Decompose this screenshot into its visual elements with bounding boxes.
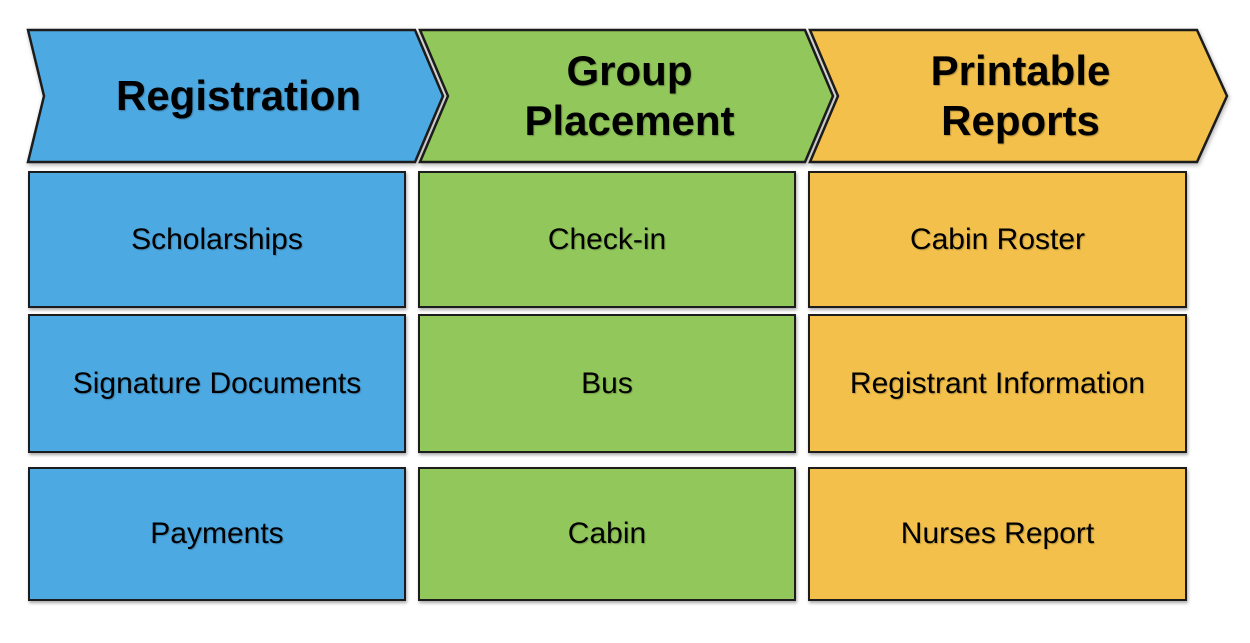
chevron-label-registration: Registration: [115, 72, 362, 120]
box-label: Nurses Report: [900, 517, 1095, 550]
chevron-group-placement: Group Placement: [418, 28, 837, 164]
chevron-registration: Registration: [26, 28, 447, 164]
box-registrant-information: Registrant Information: [808, 314, 1187, 453]
box-bus: Bus: [418, 314, 796, 453]
box-label: Signature Documents: [72, 366, 362, 400]
box-cabin: Cabin: [418, 467, 796, 601]
box-cabin-roster: Cabin Roster: [808, 171, 1187, 308]
box-check-in: Check-in: [418, 171, 796, 308]
box-scholarships: Scholarships: [28, 171, 406, 308]
box-label: Bus: [581, 366, 633, 400]
box-label: Cabin Roster: [909, 222, 1086, 256]
box-label: Registrant Information: [849, 366, 1146, 400]
chevron-group-placement-shape: [418, 28, 835, 164]
box-nurses-report: Nurses Report: [808, 467, 1187, 601]
chevron-label-group-placement: Group Placement: [524, 47, 735, 144]
chevron-printable-reports: Printable Reports: [806, 28, 1231, 164]
box-label: Cabin: [567, 517, 647, 550]
chevron-label-printable-reports: Printable Reports: [930, 47, 1111, 144]
box-label: Check-in: [547, 222, 667, 256]
chevron-registration-shape: [26, 28, 445, 164]
box-payments: Payments: [28, 467, 406, 601]
box-label: Payments: [150, 517, 284, 550]
chevron-printable-reports-shape: [808, 28, 1229, 164]
box-signature-documents: Signature Documents: [28, 314, 406, 453]
box-label: Scholarships: [131, 222, 303, 256]
